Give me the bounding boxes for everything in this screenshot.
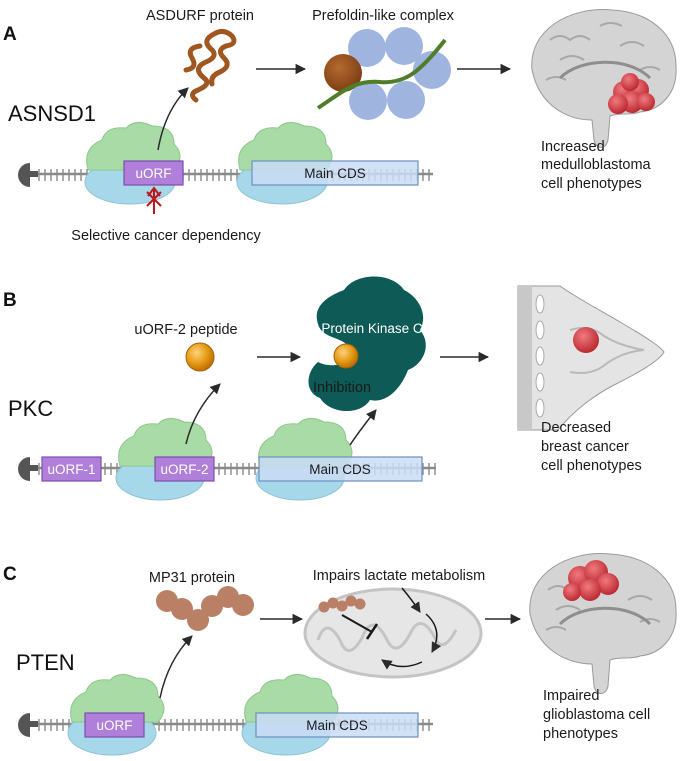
panel-b-tumor-icon [573,327,599,353]
panel-c-cap-icon [18,713,30,737]
panel-b-inhibition-label: Inhibition [313,380,371,396]
panel-c-tumor-icon [563,560,619,601]
panel-c-uorf-label: uORF [96,718,132,733]
panel-b-uorf2-label: uORF-2 [160,462,208,477]
panel-a-phenotype-line-1: Increased [541,139,605,155]
panel-c: C PTEN uORF Main CDS MP31 protein [3,553,677,756]
panel-c-phenotype-line-3: phenotypes [543,726,618,742]
panel-b-kinase-icon [308,276,426,412]
panel-c-uorf-box: uORF [84,712,145,738]
panel-c-inhibition-icon [341,614,373,633]
panel-b-uorf1-label: uORF-1 [47,462,95,477]
panel-a-asdurf-protein-icon [183,28,237,103]
panel-b-cds-kinase-arrow [349,409,377,446]
panel-b-cds-label: Main CDS [309,462,371,477]
panel-a: A ASNSD1 uORF Main CDS [3,8,677,244]
panel-b-gene-label: PKC [8,396,53,421]
panel-b-translation-arrow [185,383,221,445]
panel-a-phenotype-line-2: medulloblastoma [541,157,652,173]
panel-a-dependency-label: Selective cancer dependency [71,228,261,244]
panel-c-mitochondrion-icon [303,587,483,679]
panel-b-uorf1-box: uORF-1 [41,456,102,482]
panel-b-letter: B [3,290,17,311]
panel-a-prefoldin-complex-icon [316,27,451,120]
panel-a-complex-label: Prefoldin-like complex [312,8,455,24]
panel-c-phenotype-line-2: glioblastoma cell [543,707,650,723]
panel-a-uorf-box: uORF [123,160,184,186]
panel-c-gene-label: PTEN [16,650,75,675]
panel-a-translation-arrow [157,87,189,151]
panel-b-phenotype-line-2: breast cancer [541,439,629,455]
panel-a-brain-icon [531,9,677,148]
panel-c-letter: C [3,564,17,585]
panel-a-cds-box: Main CDS [251,160,419,186]
panel-a-gene-label: ASNSD1 [8,101,96,126]
panel-b-bound-peptide-icon [333,343,359,369]
panel-a-cds-label: Main CDS [304,166,366,181]
panel-a-protein-label: ASDURF protein [146,8,254,24]
panel-b-uorf2-box: uORF-2 [154,456,215,482]
panel-c-protein-label: MP31 protein [149,570,235,586]
panel-b-cds-box: Main CDS [258,456,423,482]
panel-a-tumor-icon [608,73,655,114]
panel-b-cap-icon [18,457,30,481]
panel-a-letter: A [3,24,17,45]
panel-c-cds-box: Main CDS [255,712,419,738]
panel-c-brain-icon [529,553,677,694]
panel-b-breast-icon [517,285,665,431]
panel-b-phenotype-line-3: cell phenotypes [541,458,642,474]
panel-c-mp31-protein-icon [156,586,254,631]
panel-a-dependency-marker [146,186,162,214]
panel-b: B PKC uORF-1 uORF-2 Main CDS [3,276,665,501]
panel-c-translation-arrow [159,635,193,699]
panel-c-lactate-label: Impairs lactate metabolism [313,568,485,584]
panel-b-kinase-label: Protein Kinase C [321,321,423,336]
panel-b-phenotype-line-1: Decreased [541,420,611,436]
panel-c-cds-label: Main CDS [306,718,368,733]
panel-a-cap-icon [18,163,30,187]
panel-b-peptide-label: uORF-2 peptide [134,322,237,338]
panel-a-phenotype-line-3: cell phenotypes [541,176,642,192]
panel-a-uorf-label: uORF [135,166,171,181]
panel-c-phenotype-line-1: Impaired [543,688,599,704]
panel-b-peptide-icon [185,342,215,372]
